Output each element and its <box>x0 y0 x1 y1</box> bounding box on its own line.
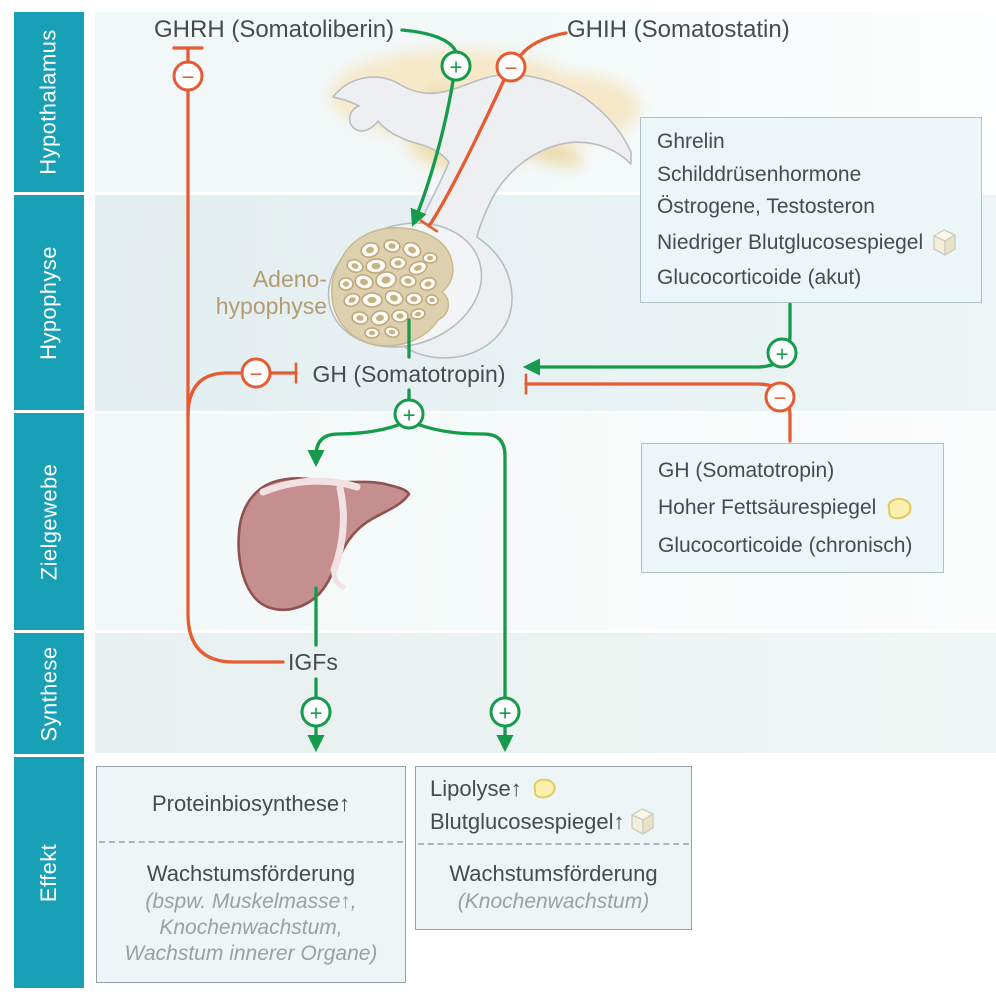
sidebar-item-hypophyse: Hypophyse <box>14 195 84 410</box>
effect-secondary-title: Wachstumsförderung <box>146 860 356 886</box>
svg-text:+: + <box>403 403 416 428</box>
plus-icon: + <box>300 696 332 728</box>
svg-text:−: − <box>182 65 195 90</box>
minus-icon: − <box>172 60 204 92</box>
svg-text:+: + <box>776 342 789 367</box>
adeno-cells <box>338 239 439 339</box>
stimulator-item: Östrogene, Testosteron <box>657 195 971 219</box>
plus-icon: + <box>440 50 472 82</box>
liver-shape <box>237 477 411 612</box>
plus-icon: + <box>766 337 798 369</box>
adeno-label-line2: hypophyse <box>215 293 327 319</box>
effect-secondary-detail: (Knochenwachstum) <box>457 890 650 913</box>
sidebar-item-hypothalamus: Hypothalamus <box>14 12 84 192</box>
ghrh-path <box>400 28 458 54</box>
inhibitor-text: GH (Somatotropin) <box>658 458 835 482</box>
svg-text:+: + <box>310 701 323 726</box>
inhibitors-box: GH (Somatotropin) Hoher Fettsäurespiegel… <box>641 443 944 573</box>
gh-right-branch-path <box>415 422 507 699</box>
ghih-path <box>519 31 568 57</box>
sidebar-item-effekt: Effekt <box>14 757 84 988</box>
igfs-feedback-up-path <box>186 90 285 664</box>
sidebar-item-synthese: Synthese <box>14 633 84 754</box>
liver-ligament-vertical <box>330 484 347 574</box>
dashed-divider <box>418 843 689 845</box>
stimulator-item: Schilddrüsenhormone <box>657 163 971 187</box>
effect-secondary-title: Wachstumsförderung <box>449 861 658 886</box>
effect-protein-box: Proteinbiosynthese↑ Wachstumsförderung (… <box>96 766 406 983</box>
inhibitor-item: GH (Somatotropin) <box>658 459 933 483</box>
svg-text:−: − <box>505 56 518 81</box>
fat-droplet-icon <box>530 777 558 800</box>
minus-icon: − <box>240 357 272 389</box>
sidebar-item-zielgewebe: Zielgewebe <box>14 413 84 630</box>
ghrh-to-pituitary-arrow <box>410 79 455 227</box>
gh-to-liver-arrow <box>307 422 403 468</box>
ghih-label: GHIH (Somatostatin) <box>567 16 790 43</box>
plus-icon: + <box>393 398 425 430</box>
stimulators-to-gh-arrow <box>522 302 792 376</box>
stimulator-text: Niedriger Blutglucosespiegel <box>657 230 924 254</box>
svg-text:−: − <box>774 386 787 411</box>
effect-secondary-detail: Wachstum innerer Organe) <box>124 941 378 965</box>
igfs-label: IGFs <box>288 649 338 675</box>
adenohypophysis-label: Adeno- hypophyse <box>205 266 327 320</box>
band-synthese <box>95 633 996 753</box>
ghrh-label: GHRH (Somatoliberin) <box>154 16 395 43</box>
stimulator-text: Ghrelin <box>657 130 725 154</box>
feedback-branch-path <box>186 371 242 418</box>
minus-icon: − <box>764 381 796 413</box>
effect-secondary-detail: (bspw. Muskelmasse↑, <box>145 889 357 913</box>
svg-text:−: − <box>250 362 263 387</box>
sugar-cube-icon <box>931 228 958 257</box>
gh-label: GH (Somatotropin) <box>312 361 506 387</box>
effect-protein-secondary: Wachstumsförderung (bspw. Muskelmasse↑, … <box>97 843 405 982</box>
stimulator-text: Glucocorticoide (akut) <box>657 265 862 289</box>
liver-ligament-top <box>259 477 361 496</box>
effect-primary-text: Lipolyse↑ <box>430 776 522 801</box>
pituitary-illustration <box>327 50 640 359</box>
inhibitor-text: Hoher Fettsäurespiegel <box>658 496 877 519</box>
sign-badges: + + + + + − − <box>172 50 798 728</box>
stimulator-item: Niedriger Blutglucosespiegel <box>657 228 971 257</box>
effect-primary-text: Proteinbiosynthese↑ <box>151 791 351 816</box>
liver-ligament-stub <box>331 567 346 590</box>
minus-icon: − <box>495 51 527 83</box>
effect-metabolic-box: Lipolyse↑ Blutglucosespiegel↑ <box>415 766 692 930</box>
effect-primary-text: Blutglucosespiegel↑ <box>430 809 625 834</box>
dashed-divider <box>99 841 403 843</box>
svg-text:+: + <box>499 701 512 726</box>
stimulator-text: Östrogene, Testosteron <box>657 195 875 219</box>
inhibitor-item: Hoher Fettsäurespiegel <box>658 496 933 521</box>
effect-secondary-detail: Knochenwachstum, <box>159 915 343 939</box>
inhibitor-item: Glucocorticoide (chronisch) <box>658 534 933 558</box>
inhibitors-to-gh-tbar <box>524 373 792 443</box>
adeno-label-line1: Adeno- <box>252 266 327 292</box>
effect-protein-primary: Proteinbiosynthese↑ <box>97 767 405 841</box>
stimulator-item: Glucocorticoide (akut) <box>657 266 971 290</box>
liver-illustration <box>237 477 411 612</box>
effect-metabolic-primary: Lipolyse↑ Blutglucosespiegel↑ <box>416 767 691 843</box>
stimulators-box: Ghrelin Schilddrüsenhormone Östrogene, T… <box>640 117 982 303</box>
effect-metabolic-secondary: Wachstumsförderung (Knochenwachstum) <box>416 845 691 929</box>
fat-droplet-icon <box>884 496 914 521</box>
plus-icon: + <box>489 696 521 728</box>
sugar-cube-icon <box>629 807 656 836</box>
stimulator-text: Schilddrüsenhormone <box>657 162 862 186</box>
svg-text:+: + <box>450 55 463 80</box>
inhibitor-text: Glucocorticoide (chronisch) <box>658 533 913 557</box>
stimulator-item: Ghrelin <box>657 130 971 154</box>
ghih-to-pituitary-tbar <box>419 78 506 233</box>
